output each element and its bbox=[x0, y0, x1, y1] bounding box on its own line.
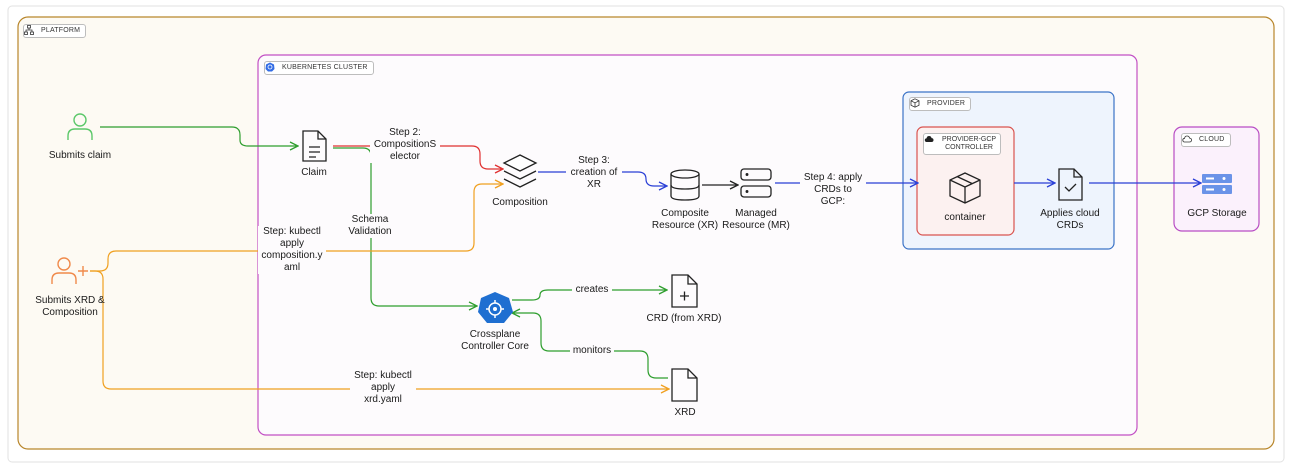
cloud-tag: CLOUD bbox=[1181, 133, 1231, 147]
file-check-icon bbox=[1058, 168, 1083, 201]
cloud-label: CLOUD bbox=[1199, 136, 1225, 143]
gcp-storage-label: GCP Storage bbox=[1187, 208, 1247, 219]
storage-icon bbox=[1202, 174, 1232, 194]
provider-gcp-controller-tag: PROVIDER-GCP CONTROLLER bbox=[923, 133, 1002, 155]
crd-label: CRD (from XRD) bbox=[646, 313, 722, 324]
schema-validation-label: Schema Validation bbox=[342, 214, 398, 238]
edge-kubectl-xrd bbox=[90, 270, 668, 389]
provider-tag: PROVIDER bbox=[909, 97, 972, 111]
xrd-label: XRD bbox=[674, 407, 696, 418]
edge-step3 bbox=[538, 171, 666, 186]
kubectl-xrd-label: Step: kubectl apply xrd.yaml bbox=[350, 370, 416, 406]
file-icon bbox=[671, 368, 698, 402]
crossplane-core-label: Crossplane Controller Core bbox=[461, 329, 529, 352]
box-icon bbox=[949, 172, 981, 204]
crossplane-icon bbox=[478, 292, 513, 323]
creates-label: creates bbox=[572, 284, 612, 296]
platform-tag: PLATFORM bbox=[23, 24, 87, 38]
server-icon bbox=[740, 168, 772, 198]
submits-claim-label: Submits claim bbox=[48, 150, 112, 161]
database-icon bbox=[670, 169, 700, 201]
submits-xrd-label: Submits XRD & Composition bbox=[35, 295, 105, 318]
user-icon bbox=[67, 113, 93, 140]
kubernetes-cluster-label: KUBERNETES CLUSTER bbox=[282, 64, 368, 71]
kubectl-composition-label: Step: kubectl apply composition.y aml bbox=[258, 226, 326, 274]
user-add-icon bbox=[51, 257, 88, 284]
step2-label: Step 2: CompositionS elector bbox=[370, 127, 440, 163]
step3-label: Step 3: creation of XR bbox=[566, 155, 622, 191]
cloud-icon bbox=[1182, 135, 1192, 143]
edge-claim-submit bbox=[100, 126, 297, 146]
managed-resource-label: Managed Resource (MR) bbox=[722, 208, 790, 231]
hierarchy-icon bbox=[24, 25, 34, 35]
platform-label: PLATFORM bbox=[41, 27, 81, 34]
kubernetes-cluster-tag: KUBERNETES CLUSTER bbox=[264, 61, 374, 75]
composite-resource-label: Composite Resource (XR) bbox=[651, 208, 719, 231]
monitors-label: monitors bbox=[570, 345, 614, 357]
provider-label: PROVIDER bbox=[927, 100, 966, 107]
document-icon bbox=[302, 130, 327, 162]
composition-label: Composition bbox=[492, 197, 548, 208]
package-icon bbox=[910, 98, 920, 108]
claim-label: Claim bbox=[301, 167, 327, 178]
file-plus-icon bbox=[671, 274, 698, 308]
applies-cloud-crds-label: Applies cloud CRDs bbox=[1040, 208, 1100, 231]
cloud-icon bbox=[924, 135, 934, 142]
edge-step2 bbox=[333, 145, 502, 169]
layers-icon bbox=[502, 154, 538, 188]
edge-creates bbox=[512, 290, 666, 301]
step4-label: Step 4: apply CRDs to GCP: bbox=[800, 172, 866, 208]
kubernetes-icon bbox=[265, 62, 275, 72]
container-label: container bbox=[944, 212, 986, 223]
provider-gcp-controller-label: PROVIDER-GCP CONTROLLER bbox=[942, 136, 997, 151]
